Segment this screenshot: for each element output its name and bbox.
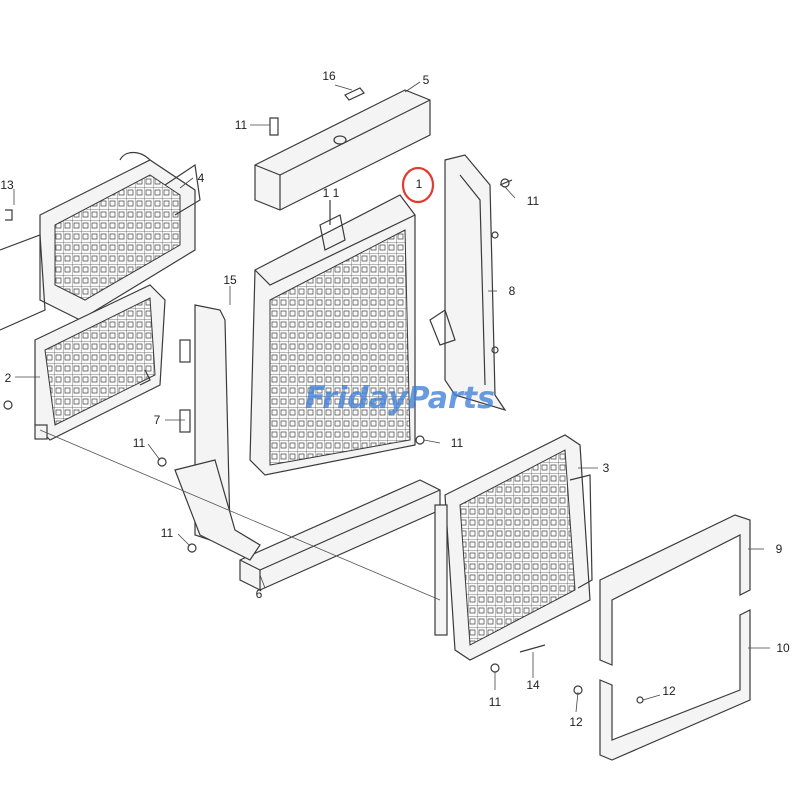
watermark-logo: FridayParts — [305, 381, 495, 416]
radiator-part-1 — [249, 194, 416, 476]
callout-3: 3 — [603, 461, 610, 475]
callout-16: 16 — [322, 69, 336, 83]
callout-14: 14 — [526, 678, 540, 692]
intercooler-part-4 — [0, 151, 201, 331]
leader-lines — [13, 81, 770, 713]
callout-9: 9 — [776, 542, 783, 556]
callout-11-small: 1 1 — [323, 186, 340, 200]
side-plate-part-8 — [429, 154, 507, 412]
callout-6: 6 — [256, 587, 263, 601]
frame-part-9 — [599, 514, 751, 666]
callout-12-b: 12 — [662, 684, 676, 698]
highlight-circle — [401, 166, 435, 204]
callout-11-top: 11 — [235, 118, 248, 132]
callout-8: 8 — [509, 284, 516, 298]
top-cover-part-5 — [254, 87, 431, 211]
callout-labels: 1 2 3 4 5 6 7 8 9 10 11 11 11 11 11 11 1… — [0, 69, 790, 729]
oil-cooler-part-2 — [34, 284, 166, 441]
callout-5: 5 — [423, 73, 430, 87]
callout-11-low: 11 — [161, 526, 174, 540]
bottom-frame-part-6 — [174, 459, 441, 591]
callout-7: 7 — [154, 413, 161, 427]
condenser-part-3 — [434, 434, 593, 661]
callout-11-bottom: 11 — [489, 695, 502, 709]
callout-10: 10 — [776, 641, 790, 655]
callout-2: 2 — [5, 371, 12, 385]
callout-13: 13 — [0, 178, 14, 192]
callout-11-left: 11 — [133, 436, 146, 450]
callout-11-bracket: 11 — [527, 194, 540, 208]
callout-4: 4 — [198, 171, 205, 185]
callout-1: 1 — [416, 177, 423, 191]
callout-11-mid: 11 — [451, 436, 464, 450]
frame-part-10 — [599, 609, 751, 761]
callout-15: 15 — [223, 273, 237, 287]
callout-12-a: 12 — [569, 715, 583, 729]
